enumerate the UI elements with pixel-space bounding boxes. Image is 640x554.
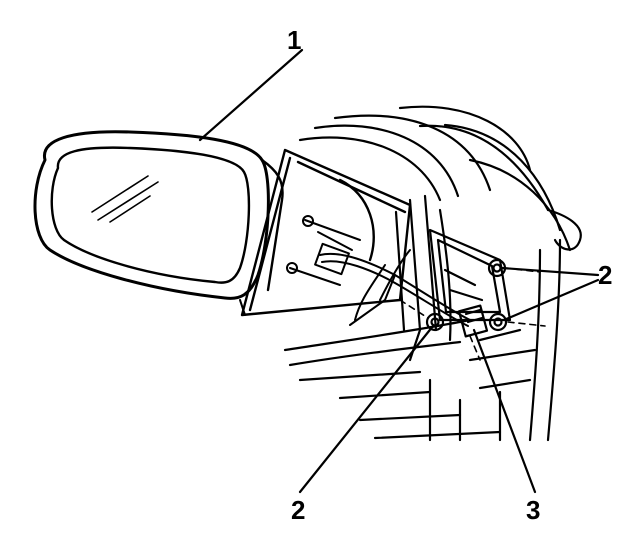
leader-1 xyxy=(198,48,304,142)
callout-2-nut-upper: 2 xyxy=(598,260,613,290)
leader-2-lower-right xyxy=(502,278,600,322)
nut-lower-right xyxy=(488,312,508,332)
nut-lower-left xyxy=(425,312,445,332)
leader-2-upper xyxy=(500,266,600,277)
door-mount-plate xyxy=(428,228,512,322)
outside-mirror xyxy=(33,130,284,316)
callout-1-mirror: 1 xyxy=(287,25,302,55)
leader-3 xyxy=(472,328,537,494)
leader-lines xyxy=(198,48,600,494)
callout-2-nut-lower: 2 xyxy=(291,495,306,525)
mirror-studs xyxy=(286,215,361,286)
leader-2-left xyxy=(298,324,435,494)
wiring-harness xyxy=(314,242,471,327)
door-frame xyxy=(283,105,582,442)
callout-3-connector: 3 xyxy=(526,495,541,525)
